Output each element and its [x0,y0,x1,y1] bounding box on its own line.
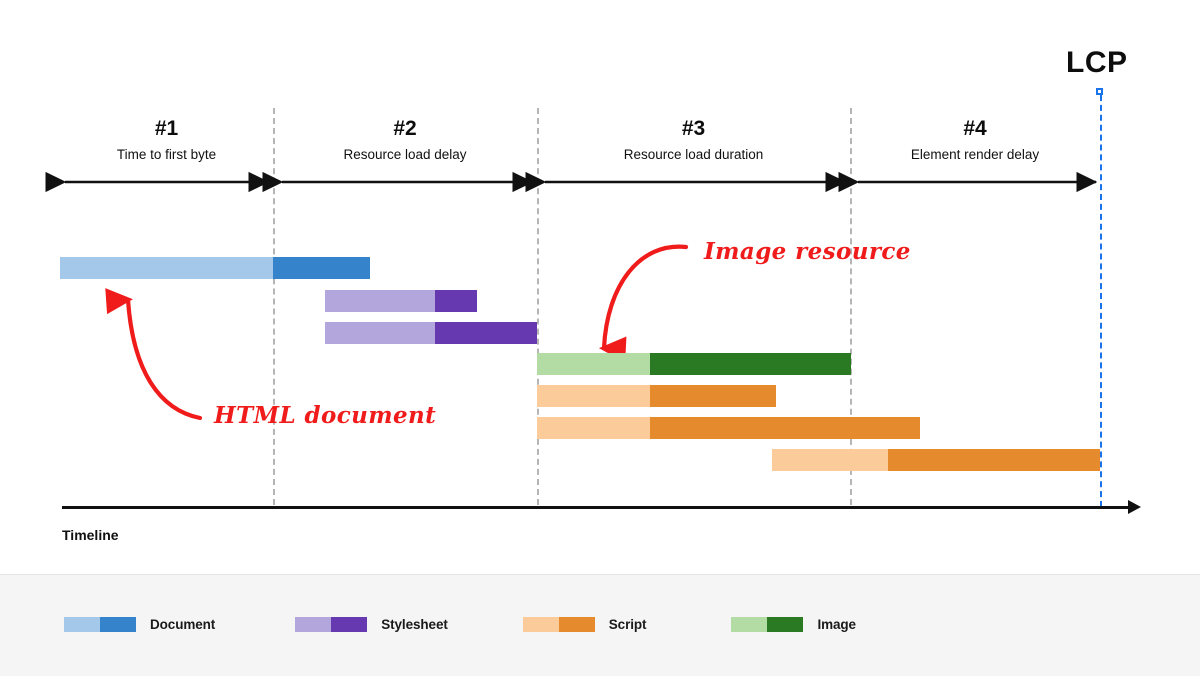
phase-number-1: #1 [154,117,179,140]
legend-panel: Document Stylesheet Script [0,574,1200,676]
phase-name-2: Resource load delay [343,147,467,162]
script-bar-2[interactable] [537,417,920,439]
legend-label-stylesheet: Stylesheet [381,617,448,632]
image-bar-duration-segment [650,353,851,375]
legend-swatch-document [64,617,136,632]
document-bar-delay-segment [60,257,273,279]
script-bar-1-duration-segment [650,385,776,407]
image-bar[interactable] [537,353,851,375]
phase-divider-1 [273,108,275,505]
annotation-html-document: HTML document [214,402,437,429]
phase-name-1: Time to first byte [116,147,217,162]
legend-swatch-image [731,617,804,632]
legend-item-image[interactable]: Image [731,617,856,632]
lcp-marker-cap [1096,88,1103,95]
stylesheet-bar-1-duration-segment [435,290,477,312]
timeline-axis-label: Timeline [62,527,119,543]
legend-swatch-document-dark [100,617,136,632]
lcp-label: LCP [1066,46,1128,79]
legend-label-script: Script [608,617,647,632]
legend-swatch-script [522,617,595,632]
document-bar[interactable] [60,257,370,279]
script-bar-1-delay-segment [537,385,650,407]
phase-block-1: #1 Time to first byte [60,118,273,162]
stylesheet-bar-1[interactable] [325,290,477,312]
legend-row: Document Stylesheet Script [64,617,856,632]
legend-swatch-stylesheet-light [295,617,332,632]
phase-divider-3 [850,108,852,505]
script-bar-3-duration-segment [888,449,1100,471]
stylesheet-bar-2-duration-segment [435,322,537,344]
phase-number-3: #3 [681,117,706,140]
script-bar-3[interactable] [772,449,1100,471]
legend-swatch-script-light [522,617,559,632]
legend-swatch-image-light [731,617,768,632]
timeline-axis [62,506,1130,509]
legend-swatch-stylesheet-dark [331,617,368,632]
script-bar-2-delay-segment [537,417,650,439]
legend-item-stylesheet[interactable]: Stylesheet [295,617,448,632]
stylesheet-bar-2-delay-segment [325,322,435,344]
image-resource-annotation-arrow [598,244,689,363]
stylesheet-bar-2[interactable] [325,322,537,344]
document-bar-duration-segment [273,257,370,279]
phase-divider-2 [537,108,539,505]
phase-number-2: #2 [393,117,417,140]
phase-block-3: #3 Resource load duration [537,118,850,162]
phase-number-4: #4 [963,117,987,140]
phase-block-4: #4 Element render delay [850,118,1100,162]
legend-item-script[interactable]: Script [522,617,647,632]
timeline-axis-arrowhead [1128,500,1141,514]
legend-label-document: Document [150,617,216,632]
legend-swatch-stylesheet [295,617,368,632]
legend-swatch-image-dark [767,617,804,632]
script-bar-2-duration-segment [650,417,920,439]
legend-swatch-document-light [64,617,100,632]
image-bar-delay-segment [537,353,650,375]
html-document-annotation-arrow [105,288,203,421]
phase-name-4: Element render delay [910,147,1040,162]
legend-item-document[interactable]: Document [64,617,215,632]
lcp-marker-line [1100,95,1102,507]
legend-label-image: Image [817,617,856,632]
script-bar-1[interactable] [537,385,776,407]
phase-block-2: #2 Resource load delay [273,118,537,162]
annotation-image-resource: Image resource [704,238,911,265]
phase-name-3: Resource load duration [623,147,764,162]
script-bar-3-delay-segment [772,449,888,471]
stylesheet-bar-1-delay-segment [325,290,435,312]
legend-swatch-script-dark [558,617,595,632]
